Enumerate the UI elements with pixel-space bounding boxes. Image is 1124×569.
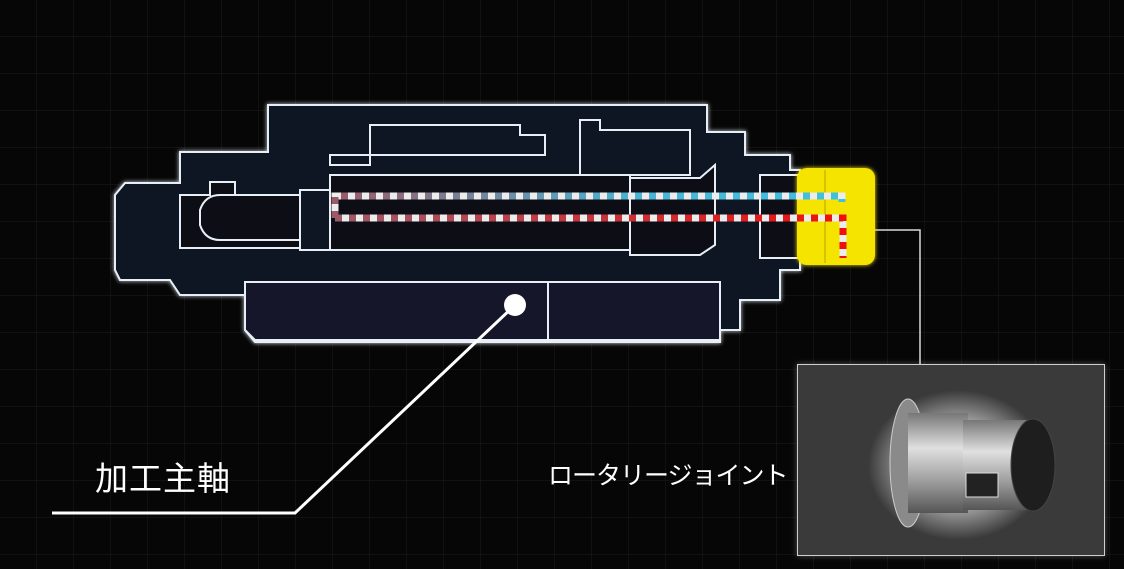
spindle-motor-block — [244, 281, 721, 341]
spindle-marker-dot — [504, 294, 526, 316]
spindle-label: 加工主軸 — [95, 459, 231, 498]
spindle-shaft — [329, 174, 631, 251]
rotary-joint-photo-panel — [797, 364, 1105, 556]
rotary-joint-label: ロータリージョイント — [548, 461, 789, 490]
spindle-leader-line — [52, 303, 517, 515]
coolant-supply-line — [331, 192, 846, 218]
rotary-joint-photo — [868, 390, 1056, 540]
rotary-joint-connector-line — [875, 229, 921, 364]
coolant-return-line — [335, 214, 847, 258]
